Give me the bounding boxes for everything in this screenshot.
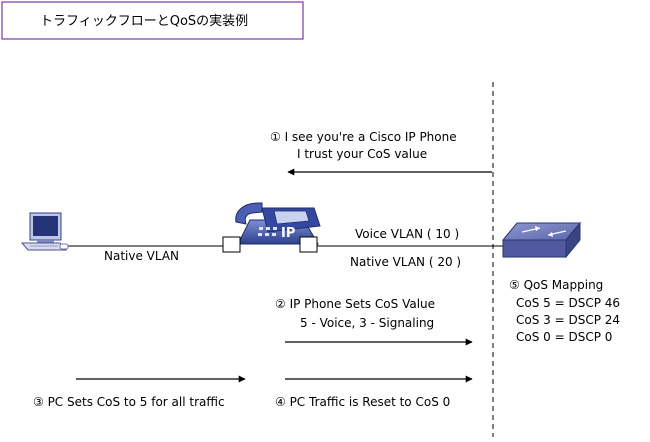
voice-vlan-label: Voice VLAN ( 10 )	[355, 227, 459, 241]
step1-line2: I trust your CoS value	[297, 147, 427, 161]
qos-mapping-row: CoS 5 = DSCP 46	[516, 296, 620, 310]
step1-line1: ① I see you're a Cisco IP Phone	[270, 130, 457, 144]
step3-label: ③ PC Sets CoS to 5 for all traffic	[33, 395, 225, 409]
native-vlan-right-label: Native VLAN ( 20 )	[350, 255, 461, 269]
phone-pc-port	[222, 236, 241, 253]
qos-mapping-heading: ⑤ QoS Mapping	[509, 278, 603, 292]
phone-badge-label: IP	[281, 226, 295, 241]
phone-switch-port	[299, 236, 318, 253]
pc-icon	[20, 212, 69, 251]
title-box: トラフィックフローとQoSの実装例	[1, 1, 304, 40]
step2-line1: ② IP Phone Sets CoS Value	[275, 297, 435, 311]
qos-mapping-row: CoS 3 = DSCP 24	[516, 313, 620, 327]
step2-line2: 5 - Voice, 3 - Signaling	[300, 316, 434, 330]
native-vlan-left-label: Native VLAN	[104, 249, 179, 263]
ip-phone-icon: IP	[235, 202, 321, 245]
qos-mapping-row: CoS 0 = DSCP 0	[516, 330, 612, 344]
switch-icon	[501, 221, 582, 259]
step4-label: ④ PC Traffic is Reset to CoS 0	[275, 395, 450, 409]
title: トラフィックフローとQoSの実装例	[40, 13, 248, 29]
